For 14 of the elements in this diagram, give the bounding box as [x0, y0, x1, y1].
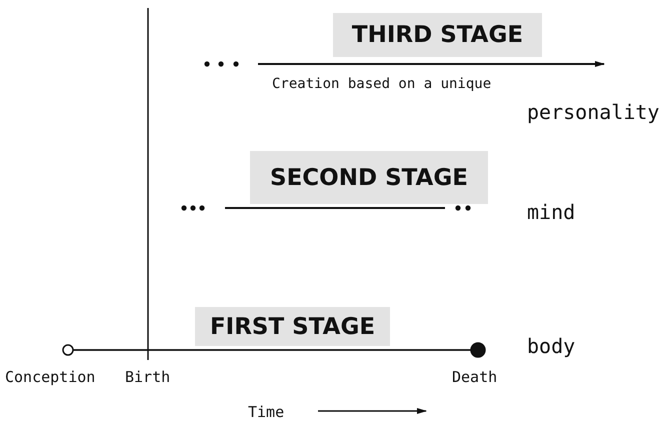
timeline-line [73, 349, 471, 351]
stage-label: FIRST STAGE [195, 307, 390, 346]
caption-text: Creation based on a unique [272, 76, 492, 92]
point-label: Conception [5, 368, 96, 386]
axis-label: Time [248, 403, 284, 421]
level-label: mind [527, 200, 576, 224]
start-circle [62, 344, 74, 356]
point-label: Birth [125, 368, 170, 386]
stage-label: SECOND STAGE [250, 151, 488, 204]
level-label: personality [527, 100, 660, 124]
point-label: Death [452, 368, 498, 386]
end-dot [470, 342, 486, 358]
stage-label: THIRD STAGE [333, 13, 542, 57]
level-label: body [527, 334, 576, 358]
